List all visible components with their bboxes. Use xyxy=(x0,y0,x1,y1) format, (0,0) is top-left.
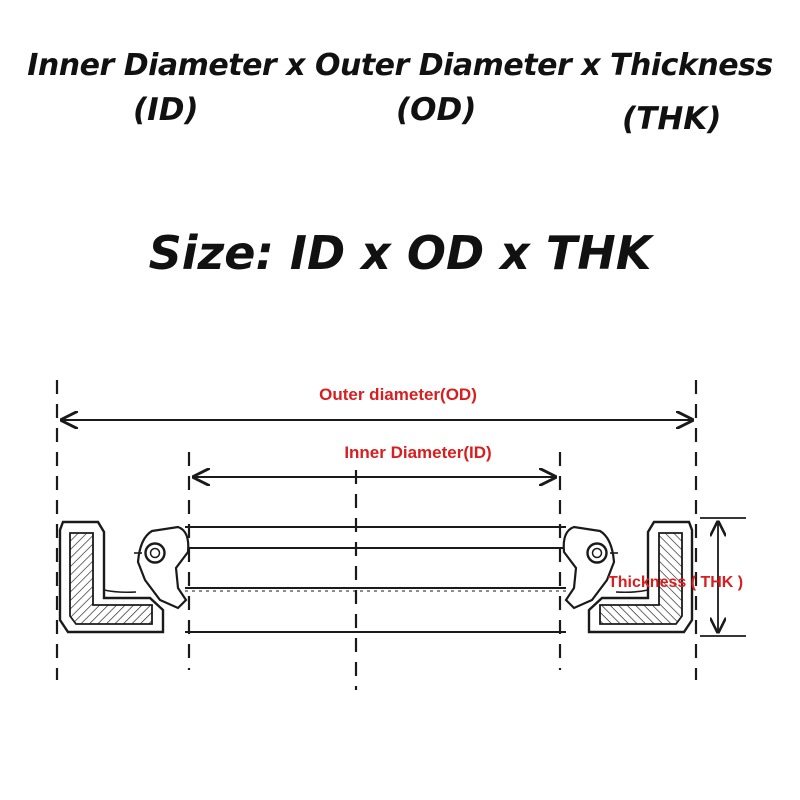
formula-title: Inner Diameter x Outer Diameter x Thickn… xyxy=(27,48,773,83)
inner-diameter-label: Inner Diameter(ID) xyxy=(344,443,491,462)
outer-diameter-label: Outer diameter(OD) xyxy=(319,385,477,404)
size-formula: Size: ID x OD x THK xyxy=(148,226,652,280)
thk-abbreviation: (THK) xyxy=(622,101,722,137)
id-abbreviation: (ID) xyxy=(133,92,199,128)
right-seal-lip xyxy=(562,525,616,610)
thickness-dimension xyxy=(700,517,746,637)
left-metal-case xyxy=(69,532,153,625)
thickness-label: Thickness ( THK ) xyxy=(608,574,743,591)
seal-body-lines xyxy=(185,526,566,633)
right-metal-case xyxy=(599,532,683,625)
right-garter-spring xyxy=(586,542,608,564)
od-abbreviation: (OD) xyxy=(396,92,477,128)
left-garter-spring xyxy=(144,542,166,564)
right-seal-cross-section xyxy=(562,520,694,634)
extension-lines xyxy=(55,380,698,690)
left-seal-lip xyxy=(136,525,190,610)
left-seal-cross-section xyxy=(58,520,190,634)
